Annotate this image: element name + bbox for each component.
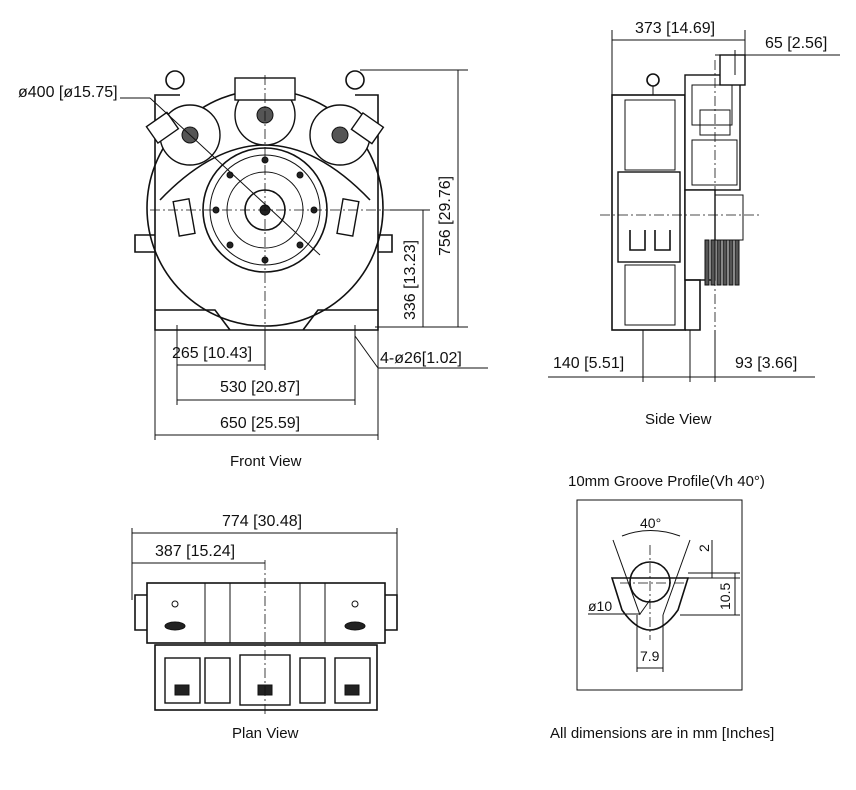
front-base-width-label: 650 [25.59] bbox=[220, 415, 300, 432]
front-view: ø400 [ø15.75] 756 [29.76] 336 [13.23] 26… bbox=[18, 69, 488, 470]
plan-brake-units bbox=[164, 654, 371, 706]
groove-frame bbox=[576, 499, 743, 691]
front-brake-right bbox=[309, 104, 385, 166]
groove-dim-7-9-label: 7.9 bbox=[640, 648, 660, 664]
front-diameter-label: ø400 [ø15.75] bbox=[18, 84, 118, 101]
front-bolt-span-label: 530 [20.87] bbox=[220, 379, 300, 396]
front-half-bolt-label: 265 [10.43] bbox=[172, 345, 252, 362]
side-grooves bbox=[704, 239, 740, 286]
side-offset-top-label: 65 [2.56] bbox=[765, 35, 827, 52]
plan-length-half-label: 387 [15.24] bbox=[155, 543, 235, 560]
front-brake-left bbox=[145, 104, 221, 166]
groove-dia-label: ø10 bbox=[588, 598, 612, 614]
lifting-eye-left bbox=[165, 70, 185, 90]
front-base bbox=[154, 183, 379, 331]
units-note: All dimensions are in mm [Inches] bbox=[550, 725, 774, 742]
front-view-caption: Front View bbox=[230, 453, 302, 470]
plan-housing bbox=[146, 582, 386, 644]
side-view: 373 [14.69] 65 [2.56] 140 [5.51] 93 [3.6… bbox=[548, 20, 840, 428]
lifting-eye-right bbox=[345, 70, 365, 90]
plan-brake-row bbox=[154, 644, 378, 711]
front-frame bbox=[154, 94, 379, 183]
side-left-base-label: 140 [5.51] bbox=[553, 355, 624, 372]
groove-dim-2-label: 2 bbox=[696, 544, 712, 552]
groove-title: 10mm Groove Profile(Vh 40°) bbox=[568, 473, 765, 490]
front-holes-label: 4-ø26[1.02] bbox=[380, 350, 462, 367]
groove-angle-label: 40° bbox=[640, 515, 661, 531]
plan-view: 774 [30.48] 387 [15.24] Plan View bbox=[131, 513, 398, 742]
groove-dim-10-5-label: 10.5 bbox=[717, 583, 733, 610]
side-depth-top-label: 373 [14.69] bbox=[635, 20, 715, 37]
groove-profile: 10mm Groove Profile(Vh 40°) 2 10.5 7.9 ø… bbox=[568, 473, 765, 691]
front-height-total-label: 756 [29.76] bbox=[437, 176, 454, 256]
front-height-center-label: 336 [13.23] bbox=[402, 240, 419, 320]
side-view-caption: Side View bbox=[645, 411, 712, 428]
side-sheave bbox=[684, 189, 716, 281]
plan-length-total-label: 774 [30.48] bbox=[222, 513, 302, 530]
side-brake-stack bbox=[684, 74, 741, 191]
side-right-base-label: 93 [3.66] bbox=[735, 355, 797, 372]
plan-view-caption: Plan View bbox=[232, 725, 299, 742]
